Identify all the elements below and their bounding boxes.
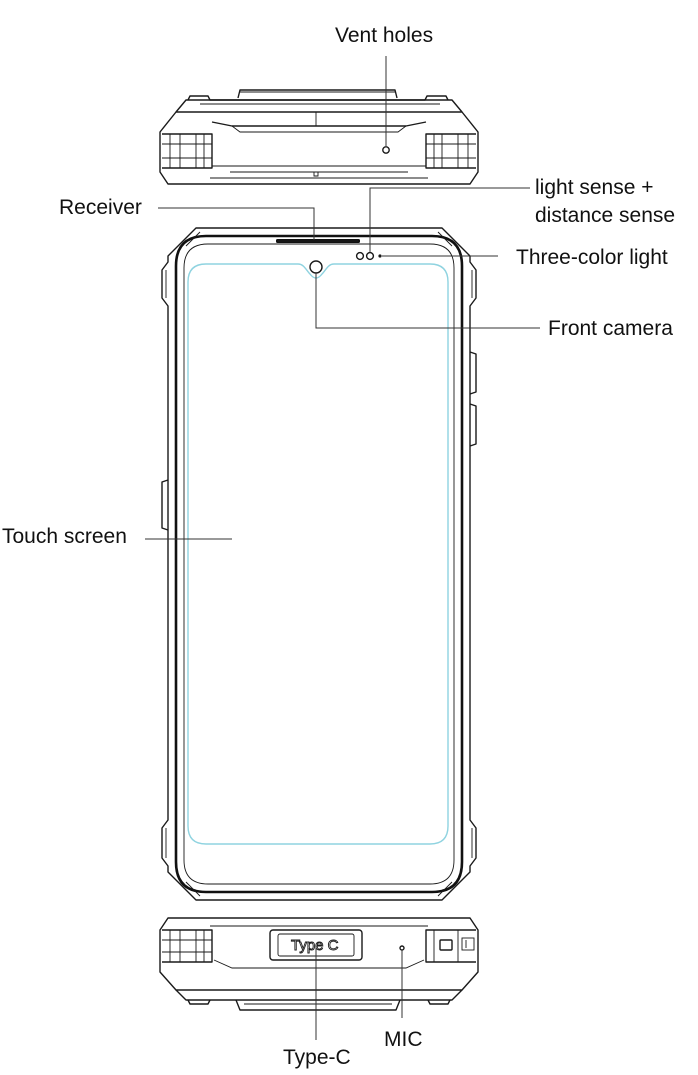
touch-screen-area (187, 263, 449, 845)
vent-holes-label: Vent holes (335, 24, 433, 47)
phone-bottom-view: Type C (159, 917, 479, 1011)
vent-hole-icon (382, 146, 390, 154)
light-sense-leader (369, 187, 530, 252)
distance-sensor-icon (365, 251, 375, 261)
light-sense-label-line2: distance sense (535, 204, 675, 227)
three-color-light-label: Three-color light (516, 246, 668, 269)
front-camera-label: Front camera (548, 317, 673, 340)
light-sense-label-line1: light sense + (535, 176, 654, 199)
labels: Vent holes Receiver light sense + distan… (2, 24, 675, 1069)
receiver-label: Receiver (59, 196, 142, 219)
leader-lines (145, 56, 540, 1040)
type-c-port-text: Type C (291, 937, 339, 954)
three-color-light-icon (378, 254, 382, 258)
type-c-label: Type-C (283, 1046, 351, 1069)
front-camera-icon (309, 260, 323, 274)
light-sensor-icon (355, 251, 365, 261)
front-camera-leader (315, 273, 540, 329)
phone-top-view (159, 89, 479, 185)
mic-hole-icon (399, 945, 405, 951)
touch-screen-label: Touch screen (2, 525, 127, 548)
mic-label: MIC (384, 1028, 423, 1051)
receiver-leader (158, 207, 315, 240)
phone-front-view (161, 227, 477, 901)
